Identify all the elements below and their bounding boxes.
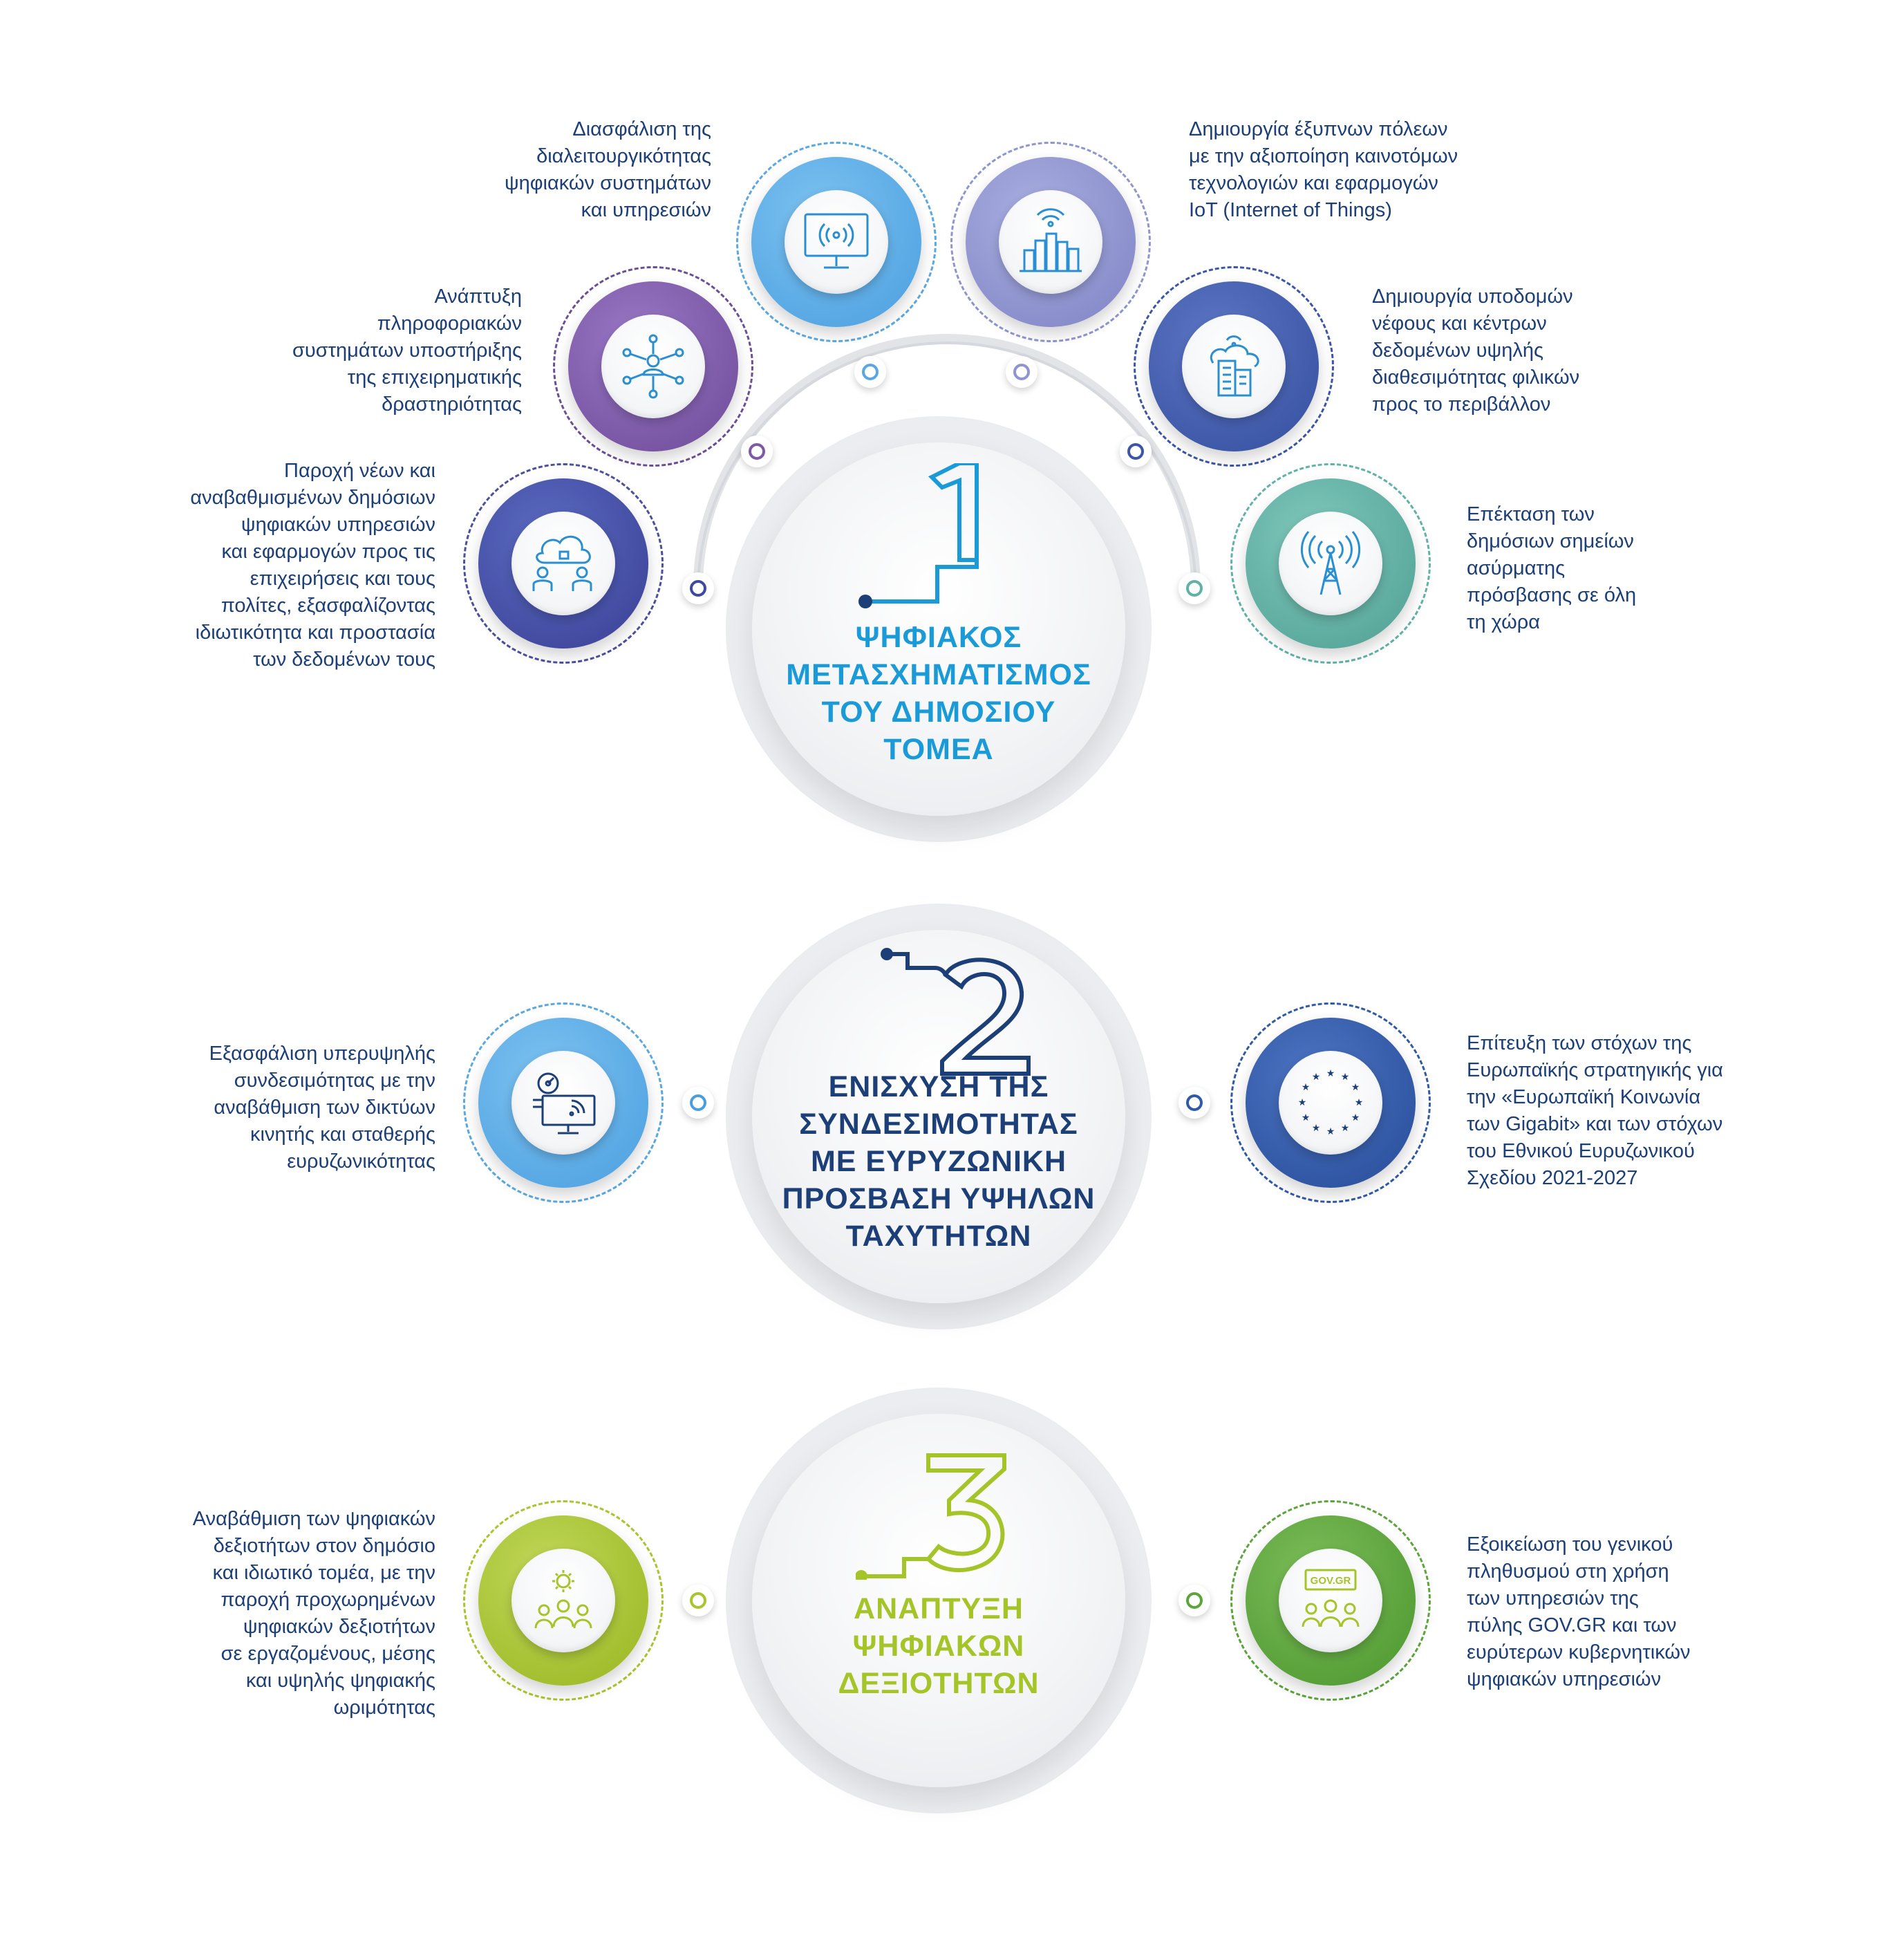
number-3-outline (856, 1453, 1006, 1580)
govgr-people-icon: GOV.GR (1302, 1569, 1360, 1627)
connector-dot (682, 1087, 714, 1119)
section1-hub: 1 ΨΗΦΙΑΚΟΣ ΜΕΤΑΣΧΗΜΑΤΙΣΜΟΣ ΤΟΥ ΔΗΜΟΣΙΟΥ … (752, 442, 1125, 816)
connector-dot (741, 436, 773, 467)
connector-dot (1006, 356, 1037, 388)
cloud-people-icon (532, 535, 592, 591)
item-text-gear-people: Αναβάθμιση των ψηφιακών δεξιοτήτων στον … (192, 1508, 435, 1719)
connector-dot (1179, 1087, 1210, 1119)
node-antenna (1230, 463, 1431, 664)
connector-dot (1179, 572, 1210, 604)
node-eu-stars: ★★★ ★★★ ★★★ ★★★ (1230, 1002, 1431, 1203)
smart-city-icon (1020, 208, 1082, 272)
connector-dot (1120, 436, 1152, 467)
section1-title: ΨΗΦΙΑΚΟΣ ΜΕΤΑΣΧΗΜΑΤΙΣΜΟΣ ΤΟΥ ΔΗΜΟΣΙΟΥ ΤΟ… (786, 621, 1091, 766)
node-govgr-people: GOV.GR (1230, 1500, 1431, 1701)
section3-title: ΑΝΑΠΤΥΞΗ ΨΗΦΙΑΚΩΝ ΔΕΞΙΟΤΗΤΩΝ (838, 1592, 1040, 1700)
svg-text:★: ★ (1351, 1112, 1360, 1123)
network-user-icon (622, 334, 684, 399)
connector-dot (682, 572, 714, 604)
item-text-network-user: Ανάπτυξη πληροφοριακών συστημάτων υποστή… (292, 286, 522, 416)
number-1-outline (858, 463, 979, 608)
node-smart-city (950, 142, 1151, 342)
svg-text:★: ★ (1302, 1082, 1311, 1093)
connector-dot (1179, 1585, 1210, 1616)
svg-text:★: ★ (1341, 1072, 1350, 1083)
item-text-smart-city: Δημιουργία έξυπνων πόλεων με την αξιοποί… (1189, 118, 1458, 221)
gear-people-icon (534, 1570, 592, 1629)
item-text-govgr-people: Εξοικείωση του γενικού πληθυσμού στη χρή… (1467, 1533, 1691, 1690)
node-computer-signal (463, 1002, 664, 1203)
node-network-user (553, 266, 753, 467)
eu-stars-icon: ★★★ ★★★ ★★★ ★★★ (1298, 1068, 1364, 1137)
number-2-outline (881, 948, 1031, 1076)
antenna-icon (1300, 531, 1361, 595)
svg-text:★: ★ (1312, 1072, 1321, 1083)
item-text-antenna: Επέκταση των δημόσιων σημείων ασύρματης … (1467, 503, 1637, 633)
svg-text:★: ★ (1302, 1112, 1311, 1123)
govgr-badge: GOV.GR (1311, 1575, 1351, 1587)
monitor-broadcast-icon (804, 213, 869, 269)
cloud-building-icon (1210, 335, 1259, 397)
connector-dot (854, 356, 886, 388)
item-text-computer-signal: Εξασφάλιση υπερυψηλής συνδεσιμότητας με … (209, 1043, 435, 1173)
item-text-cloud-building: Δημιουργία υποδομών νέφους και κέντρων δ… (1372, 286, 1580, 416)
svg-text:★: ★ (1326, 1126, 1335, 1137)
node-monitor (736, 142, 937, 342)
svg-text:★: ★ (1312, 1123, 1321, 1134)
connector-dot (682, 1585, 714, 1616)
section2-hub: 2 ΕΝΙΣΧΥΣΗ ΤΗΣ ΣΥΝΔΕΣΙΜΟΤΗΤΑΣ ΜΕ ΕΥΡΥΖΩΝ… (752, 930, 1125, 1303)
section2-title: ΕΝΙΣΧΥΣΗ ΤΗΣ ΣΥΝΔΕΣΙΜΟΤΗΤΑΣ ΜΕ ΕΥΡΥΖΩΝΙΚ… (782, 1070, 1096, 1253)
node-gear-people (463, 1500, 664, 1701)
svg-text:★: ★ (1355, 1097, 1364, 1108)
section3-hub: 3 ΑΝΑΠΤΥΞΗ ΨΗΦΙΑΚΩΝ ΔΕΞΙΟΤΗΤΩΝ (752, 1414, 1125, 1787)
svg-text:★: ★ (1351, 1082, 1360, 1093)
svg-text:★: ★ (1326, 1068, 1335, 1079)
node-cloud-building (1134, 266, 1334, 467)
svg-text:★: ★ (1298, 1097, 1307, 1108)
computer-signal-icon (533, 1072, 596, 1135)
item-text-eu-stars: Επίτευξη των στόχων της Ευρωπαϊκής στρατ… (1467, 1032, 1723, 1189)
node-cloud-people (463, 463, 664, 664)
item-text-monitor: Διασφάλιση της διαλειτουργικότητας ψηφια… (504, 118, 711, 221)
svg-text:★: ★ (1341, 1123, 1350, 1134)
item-text-cloud-people: Παροχή νέων και αναβαθμισμένων δημόσιων … (190, 460, 435, 671)
